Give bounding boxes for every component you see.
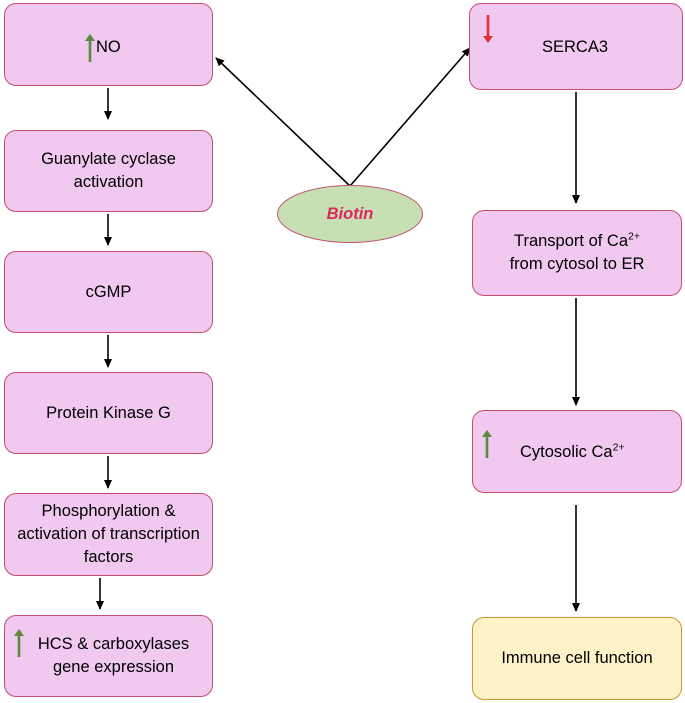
protein-kinase-g-box: Protein Kinase G <box>4 372 213 454</box>
cgmp-label: cGMP <box>85 282 132 301</box>
phosphorylation-label: Phosphorylation & activation of transcri… <box>17 502 200 566</box>
cytosolic-ca-box: Cytosolic Ca2+ <box>472 410 682 493</box>
guanylate-cyclase-label: Guanylate cyclase activation <box>41 150 176 191</box>
serca3-label: SERCA3 <box>542 38 609 56</box>
ca-charge-superscript: 2+ <box>628 230 640 243</box>
biotin-node: Biotin <box>277 185 423 243</box>
arrow-biotin-to-no <box>215 57 351 187</box>
immune-cell-function-label: Immune cell function <box>501 649 653 667</box>
cytosolic-ca-text: Cytosolic Ca <box>520 443 613 461</box>
biotin-label: Biotin <box>326 204 374 223</box>
no-label: NO <box>96 38 121 56</box>
hcs-label: HCS & carboxylases gene expression <box>37 635 190 676</box>
red-down-arrow-icon <box>483 15 493 43</box>
cytosolic-ca-superscript: 2+ <box>612 441 625 454</box>
green-up-arrow-icon <box>85 34 95 62</box>
cgmp-box: cGMP <box>4 251 213 333</box>
hcs-box: HCS & carboxylases gene expression <box>4 615 213 697</box>
immune-cell-function-box: Immune cell function <box>472 617 682 700</box>
ca-transport-tail-text: from cytosol to ER <box>509 255 645 273</box>
protein-kinase-g-label: Protein Kinase G <box>46 403 171 422</box>
ca-transport-text: Transport of Ca <box>513 232 629 250</box>
serca3-box: SERCA3 <box>469 3 683 90</box>
ca-transport-box: Transport of Ca2+ from cytosol to ER <box>472 210 682 296</box>
arrow-biotin-to-serca3 <box>349 47 471 187</box>
green-up-arrow-icon <box>14 629 24 657</box>
cytosolic-ca-label: Cytosolic Ca2+ <box>520 441 625 464</box>
ca-transport-label: Transport of Ca2+ from cytosol to ER <box>510 230 645 276</box>
phosphorylation-box: Phosphorylation & activation of transcri… <box>4 493 213 576</box>
guanylate-cyclase-box: Guanylate cyclase activation <box>4 130 213 212</box>
green-up-arrow-icon <box>482 430 492 458</box>
no-box: NO <box>4 3 213 86</box>
